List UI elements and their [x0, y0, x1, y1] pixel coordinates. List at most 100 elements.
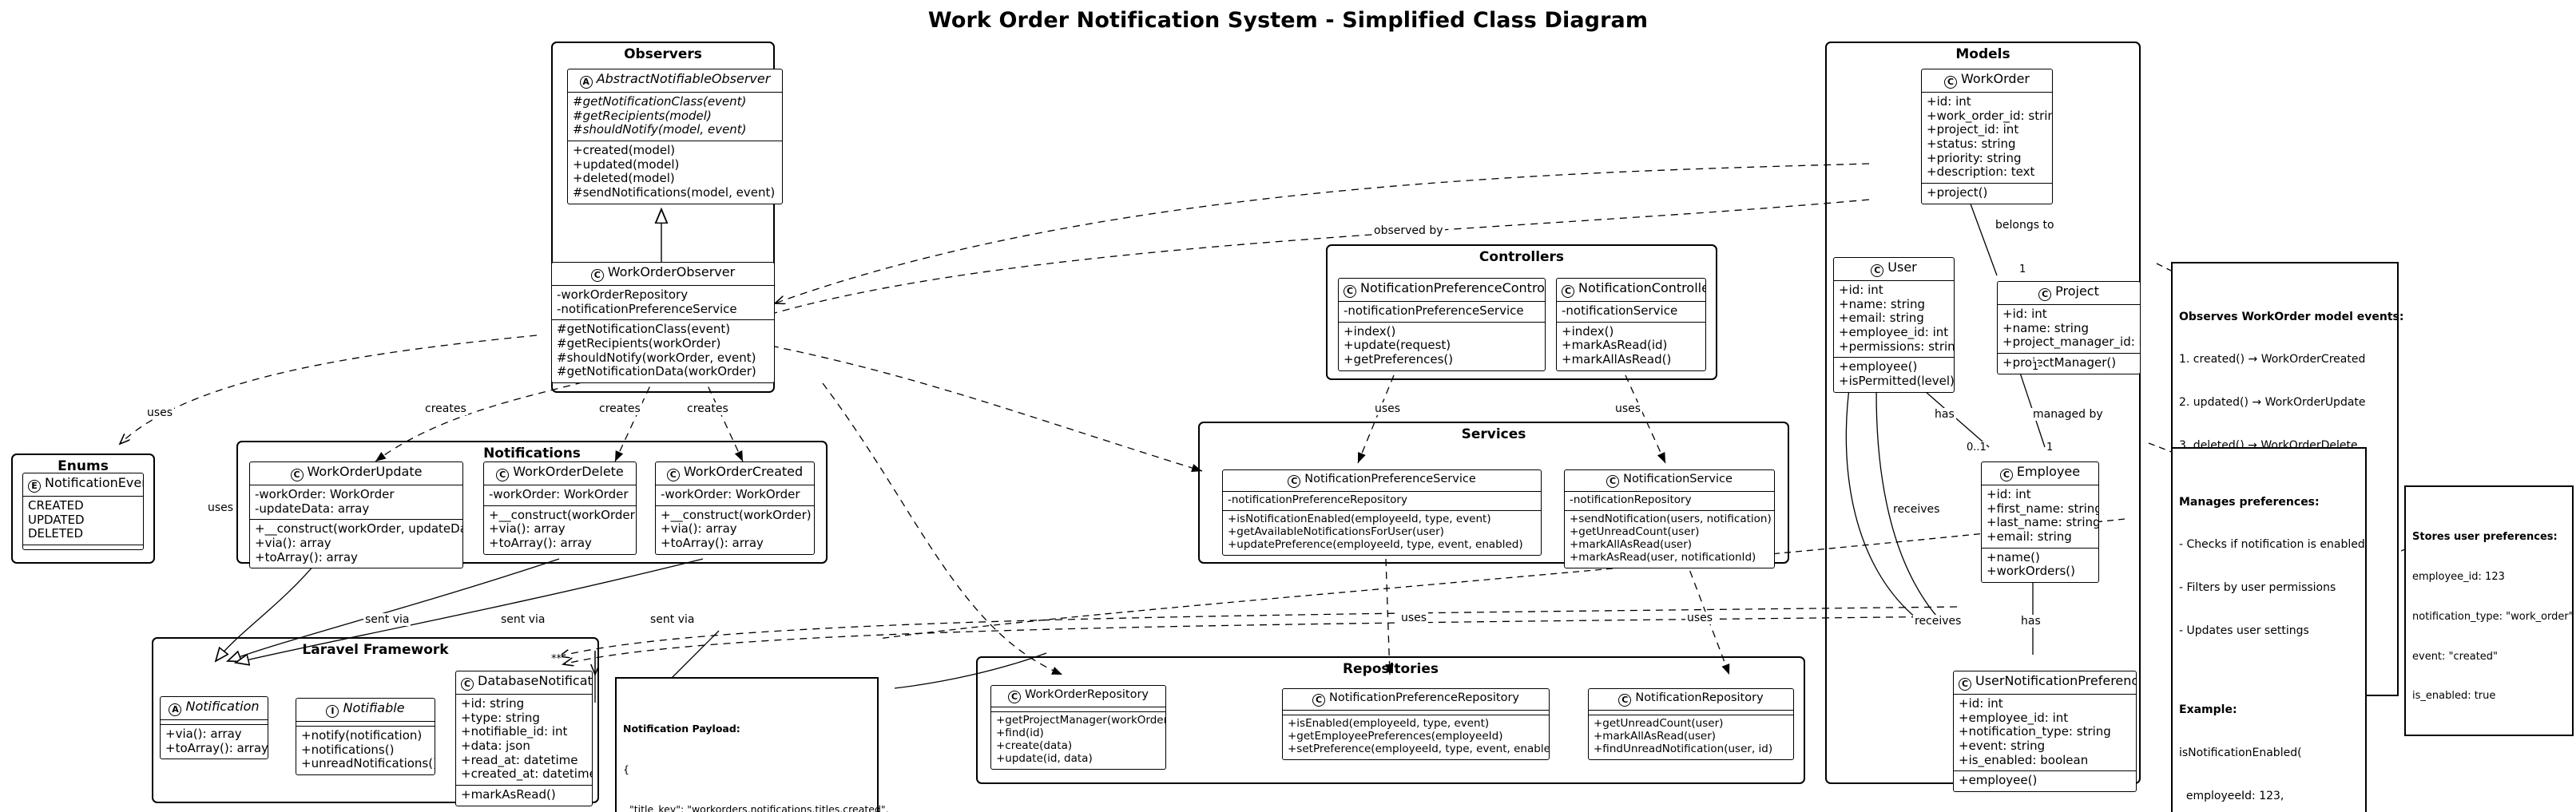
member-row: -workOrder: WorkOrder	[255, 487, 395, 501]
edge-label-creates-2: creates	[597, 402, 642, 415]
member-row: -notificationPreferenceRepository	[1228, 493, 1407, 506]
class-name: NotificationRepository	[1635, 691, 1764, 704]
class-section-attributes: -notificationPreferenceRepository	[1223, 491, 1541, 510]
member-row: +event: string	[1959, 739, 2046, 754]
package-title-observers: Observers	[624, 46, 702, 62]
class-section-methods: +__construct(workOrder) +via(): array +t…	[484, 505, 636, 554]
class-section-attributes-empty	[1283, 710, 1549, 715]
note-line: Example:	[2179, 703, 2237, 717]
edge-label-belongs-to: belongs to	[1994, 219, 2056, 232]
member-row: #getRecipients(workOrder)	[557, 336, 721, 351]
note-line: Notification Payload:	[623, 723, 740, 735]
class-stereotype-icon: C	[1959, 678, 1971, 691]
member-row: +project()	[1927, 185, 1988, 200]
member-row: +toArray(): array	[661, 536, 764, 551]
member-row: +employee_id: int	[1839, 325, 1949, 340]
edge-label-receives-2: receives	[1913, 615, 1963, 628]
member-row: +updatePreference(employeeId, type, even…	[1228, 537, 1523, 551]
member-row: +email: string	[1987, 529, 2072, 545]
class-section-methods: +employee() +isPermitted(level)	[1834, 357, 1954, 391]
class-stereotype-icon: C	[461, 678, 474, 691]
class-database-notification[interactable]: CDatabaseNotification +id: string +type:…	[455, 671, 593, 806]
member-row: +__construct(workOrder)	[489, 507, 637, 522]
member-row: +id: int	[1927, 94, 1971, 109]
class-name: NotificationPreferenceRepository	[1328, 691, 1520, 704]
package-title-controllers: Controllers	[1479, 249, 1565, 265]
edge-label-managed-by: managed by	[2031, 408, 2105, 421]
member-row: +employee_id: int	[1959, 710, 2069, 725]
member-row: +sendNotification(users, notification)	[1570, 512, 1772, 525]
member-row: +status: string	[1927, 137, 2016, 152]
package-title-enums: Enums	[58, 458, 109, 474]
edge-label-creates-3: creates	[685, 402, 730, 415]
enum-stereotype-icon: E	[28, 480, 41, 493]
member-row: +via(): array	[489, 521, 566, 537]
class-section-methods: #getNotificationClass(event) #getRecipie…	[552, 319, 774, 382]
class-section-attributes: -workOrder: WorkOrder	[656, 485, 814, 505]
note-line: 1. created() → WorkOrderCreated	[2179, 353, 2366, 366]
class-section-attributes: +id: int +first_name: string +last_name:…	[1982, 485, 2098, 548]
class-section-attributes: +id: int +name: string +project_manager_…	[1998, 304, 2140, 353]
multiplicity-project-workorder: 1	[2019, 263, 2026, 275]
member-row: +unreadNotifications()	[301, 756, 435, 771]
class-section-attributes: +id: int +name: string +email: string +e…	[1834, 280, 1954, 357]
member-row: +create(data)	[996, 739, 1073, 752]
member-row: DELETED	[28, 526, 84, 541]
class-name: NotificationEvent	[45, 475, 144, 490]
edge-label-sent-via-1: sent via	[363, 613, 411, 626]
class-name: Project	[2055, 283, 2099, 299]
edge-label-has-user-employee: has	[1933, 408, 1956, 421]
member-row: +index()	[1344, 323, 1396, 339]
member-row: +getAvailableNotificationsForUser(user)	[1228, 525, 1444, 538]
member-row: -workOrder: WorkOrder	[489, 487, 629, 501]
edge-label-uses-enum-2: uses	[206, 501, 236, 514]
class-section-methods: +sendNotification(users, notification) +…	[1565, 509, 1774, 568]
class-section-methods: +projectManager()	[1998, 353, 2140, 374]
member-row: +notify(notification)	[301, 728, 423, 743]
class-header: E NotificationEvent	[23, 473, 143, 496]
class-stereotype-icon: C	[1999, 469, 2013, 481]
member-row: +index()	[1562, 323, 1614, 339]
class-stereotype-icon: C	[1312, 694, 1325, 707]
class-section-attributes-empty	[296, 721, 435, 726]
class-section-attributes-empty	[991, 707, 1165, 711]
member-row: +isNotificationEnabled(employeeId, type,…	[1228, 512, 1491, 525]
class-section-attributes: -workOrder: WorkOrder -updateData: array	[250, 485, 462, 519]
class-section-attributes: +id: int +employee_id: int +notification…	[1954, 694, 2136, 770]
member-row: #getRecipients(model)	[573, 108, 712, 123]
note-fold-icon	[867, 679, 877, 689]
member-row: +project_id: int	[1927, 122, 2019, 137]
class-stereotype-icon: C	[1288, 475, 1301, 488]
package-repositories: Repositories	[976, 656, 1805, 784]
package-title-notifications: Notifications	[483, 446, 581, 461]
class-section-methods: +getUnreadCount(user) +markAllAsRead(use…	[1589, 715, 1793, 759]
class-section-methods: +__construct(workOrder, updateData) +via…	[250, 519, 462, 568]
